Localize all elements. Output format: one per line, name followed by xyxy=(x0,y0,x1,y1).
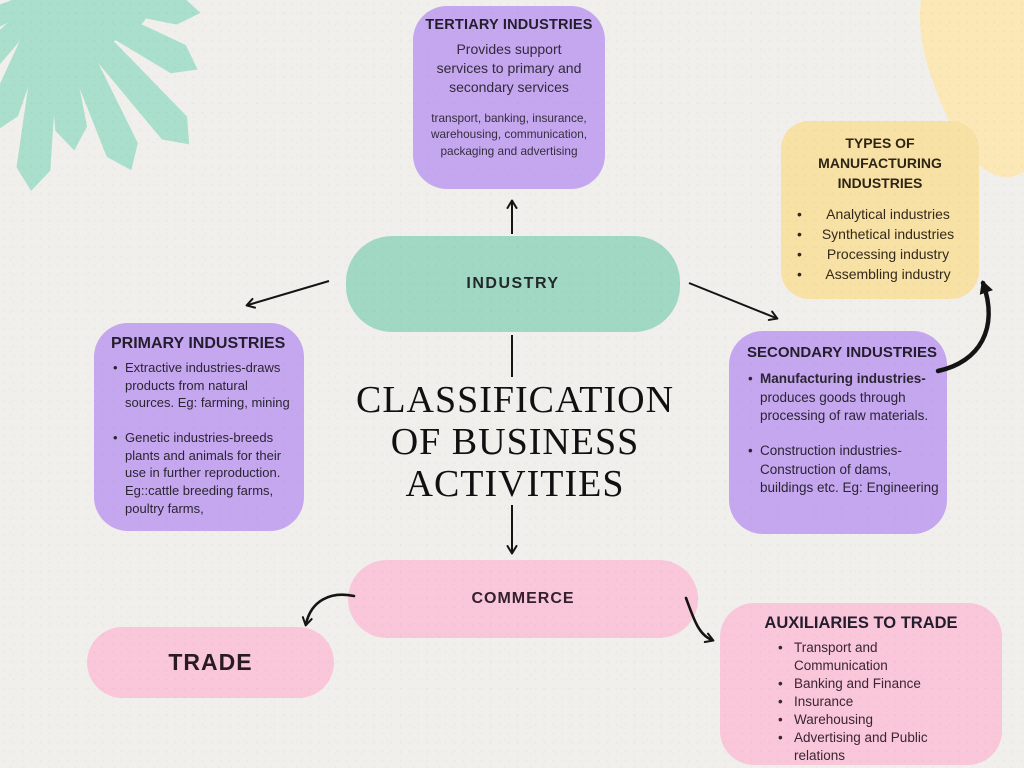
starburst-shape xyxy=(0,0,201,191)
starburst-ray xyxy=(70,0,198,74)
node-primary-industries: PRIMARY INDUSTRIES Extractive industries… xyxy=(94,323,304,531)
starburst-ray xyxy=(45,16,88,151)
starburst-ray xyxy=(16,16,61,191)
arrow-commerce-to-trade xyxy=(301,593,356,627)
list-item: Analytical industries xyxy=(797,204,969,224)
secondary-heading: SECONDARY INDUSTRIES xyxy=(747,344,938,361)
types-list: Analytical industries Synthetical indust… xyxy=(791,204,969,284)
starburst-ray xyxy=(0,4,41,75)
secondary-item-bold: Manufacturing industries- xyxy=(760,371,926,386)
starburst-ray xyxy=(76,0,201,25)
secondary-item-text: Construction industries- Construction of… xyxy=(760,442,939,496)
tertiary-examples: transport, banking, insurance, warehousi… xyxy=(430,110,588,158)
title-line: OF BUSINESS xyxy=(390,421,640,463)
auxiliaries-list: Transport and Communication Banking and … xyxy=(778,639,968,765)
starburst-ray xyxy=(0,0,32,30)
trade-label: TRADE xyxy=(168,649,253,675)
primary-heading: PRIMARY INDUSTRIES xyxy=(111,335,286,352)
node-tertiary-industries: TERTIARY INDUSTRIES Provides support ser… xyxy=(413,6,605,189)
node-auxiliaries-to-trade: AUXILIARIES TO TRADE Transport and Commu… xyxy=(720,603,1002,765)
list-item: Synthetical industries xyxy=(797,224,969,244)
starburst-ray xyxy=(61,3,190,145)
secondary-item-text: produces goods through processing of raw… xyxy=(760,389,929,424)
list-item: Insurance xyxy=(778,693,968,711)
types-heading: TYPES OF MANUFACTURING INDUSTRIES xyxy=(818,135,942,191)
node-types-of-manufacturing: TYPES OF MANUFACTURING INDUSTRIES Analyt… xyxy=(781,121,979,299)
node-industry: INDUSTRY xyxy=(346,236,680,332)
page-title: CLASSIFICATION OF BUSINESS ACTIVITIES xyxy=(335,379,695,505)
node-trade: TRADE xyxy=(87,627,334,698)
starburst-ray xyxy=(0,12,52,132)
auxiliaries-heading: AUXILIARIES TO TRADE xyxy=(764,614,958,632)
list-item: Assembling industry xyxy=(797,264,969,284)
primary-list: Extractive industries-draws products fro… xyxy=(109,359,298,517)
node-commerce: COMMERCE xyxy=(348,560,698,638)
tertiary-body: Provides support services to primary and… xyxy=(436,41,582,95)
title-line: CLASSIFICATION xyxy=(355,379,675,421)
list-item: Banking and Finance xyxy=(778,675,968,693)
list-item: Genetic industries-breeds plants and ani… xyxy=(113,429,298,517)
list-item: Construction industries- Construction of… xyxy=(748,442,939,498)
secondary-list: Manufacturing industries- produces goods… xyxy=(745,370,939,498)
arrow-industry-to-primary xyxy=(245,280,330,309)
title-line: ACTIVITIES xyxy=(405,463,625,505)
node-secondary-industries: SECONDARY INDUSTRIES Manufacturing indus… xyxy=(729,331,947,534)
list-item: Advertising and Public relations xyxy=(778,729,968,765)
list-item: Manufacturing industries- produces goods… xyxy=(748,370,939,426)
commerce-label: COMMERCE xyxy=(471,590,575,607)
arrow-industry-to-secondary xyxy=(688,282,779,321)
list-item: Warehousing xyxy=(778,711,968,729)
tertiary-heading: TERTIARY INDUSTRIES xyxy=(425,17,593,33)
starburst-ray xyxy=(52,11,138,171)
list-item: Transport and Communication xyxy=(778,639,968,675)
list-item: Extractive industries-draws products fro… xyxy=(113,359,298,412)
starburst-center xyxy=(14,0,150,46)
industry-label: INDUSTRY xyxy=(466,275,560,292)
list-item: Processing industry xyxy=(797,244,969,264)
